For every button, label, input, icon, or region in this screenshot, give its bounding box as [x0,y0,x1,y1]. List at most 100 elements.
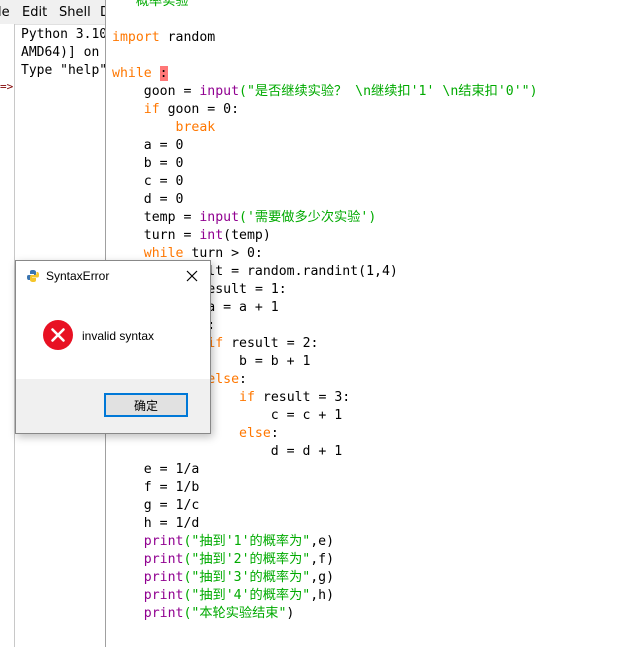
code-line: print("本轮实验结束") [112,605,538,623]
error-message: invalid syntax [82,329,155,343]
code-token: while [143,246,184,261]
code-token: : [207,318,216,333]
code-token [112,588,144,603]
code-line: break [112,119,538,137]
code-line: e = 1/a [112,461,538,479]
code-token: result = 2: [223,336,319,351]
code-line: turn = int(temp) [112,227,538,245]
code-token [112,120,176,135]
code-token: else [239,426,271,441]
code-line: a = a + 1 [112,299,538,317]
code-token: result = 1: [191,282,287,297]
code-token [112,246,144,261]
code-token: ) [286,606,295,621]
code-token: ("抽到'2'的概率为" [183,552,311,567]
code-token: a = a + 1 [207,300,279,315]
code-line [112,11,538,29]
code-token: a = 0 [112,138,184,153]
code-token: ,g) [310,570,335,585]
code-line: print("抽到'2'的概率为",f) [112,551,538,569]
code-token: print [143,534,184,549]
code-token: input [199,210,240,225]
code-token: if [143,102,160,117]
code-line: c = 0 [112,173,538,191]
code-token: g = 1/c [112,498,200,513]
code-line: goon = input("是否继续实验？ \n继续扣'1' \n结束扣'0'"… [112,83,538,101]
code-line: if result = 2: [112,335,538,353]
code-token [112,534,144,549]
code-token: ("抽到'1'的概率为" [183,534,311,549]
code-token [112,606,144,621]
menu-shell[interactable]: Shell [59,5,91,20]
syntax-error-dialog: SyntaxError invalid syntax 确定 [15,260,211,434]
code-token: ,f) [310,552,335,567]
code-token: temp = [112,210,200,225]
shell-prompt-marker: => [0,80,14,93]
code-token: else [207,372,240,387]
code-token: h = 1/d [112,516,200,531]
code-token: break [175,120,216,135]
dialog-footer: 确定 [16,379,210,433]
code-token: print [143,552,184,567]
code-token: e = 1/a [112,462,200,477]
error-icon [43,320,73,350]
code-token: : [270,426,279,441]
code-text-area[interactable]: '''概率实验''' import random while : goon = in… [112,0,538,623]
code-line [112,47,538,65]
shell-output-line: AMD64)] on [21,45,100,60]
dialog-titlebar[interactable]: SyntaxError [16,261,210,291]
code-token [112,102,144,117]
code-line: c = c + 1 [112,407,538,425]
menu-debug[interactable]: D [100,5,106,20]
code-token [112,570,144,585]
dialog-title: SyntaxError [46,269,110,283]
code-line: d = 0 [112,191,538,209]
code-line: print("抽到'1'的概率为",e) [112,533,538,551]
code-line: while : [112,65,538,83]
code-token: d = d + 1 [112,444,343,459]
syntax-error-highlight: : [159,66,168,81]
code-token: while [112,66,152,81]
code-token: : [239,372,247,387]
menu-file[interactable]: le [0,5,10,20]
shell-output-line: Python 3.10 [21,27,106,42]
code-token [152,66,160,81]
code-token: random [159,30,216,45]
ok-button[interactable]: 确定 [104,393,188,417]
code-line: if goon = 0: [112,101,538,119]
code-token: ("是否继续实验？ \n继续扣'1' \n结束扣'0'") [239,84,538,99]
code-line: import random [112,29,538,47]
code-token: goon = [112,84,200,99]
code-token: ,h) [310,588,335,603]
code-token: d = 0 [112,192,184,207]
code-line: print("抽到'3'的概率为",g) [112,569,538,587]
code-token: ("本轮实验结束" [183,606,287,621]
code-token: print [143,606,184,621]
close-icon [186,270,198,282]
code-token: if [207,336,224,351]
code-line: a = 0 [112,137,538,155]
code-line: temp = input('需要做多少次实验') [112,209,538,227]
code-line: if result = 3: [112,389,538,407]
code-token: c = 0 [112,174,184,189]
code-token: goon = 0: [159,102,240,117]
code-line: h = 1/d [112,515,538,533]
code-line: print("抽到'4'的概率为",h) [112,587,538,605]
code-token: turn = [112,228,200,243]
menu-edit[interactable]: Edit [22,5,48,20]
code-line: else: [112,425,538,443]
code-line: b = 0 [112,155,538,173]
python-icon [27,270,39,282]
code-token: import [112,30,160,45]
code-token: ('需要做多少次实验') [239,210,377,225]
code-token: result = 3: [254,390,351,405]
code-token: '''概率实验''' [112,0,213,9]
code-token: print [143,570,184,585]
code-token: if [239,390,255,405]
code-token: input [199,84,240,99]
code-line: d = d + 1 [112,443,538,461]
close-button[interactable] [178,264,206,288]
code-token: ("抽到'4'的概率为" [183,588,311,603]
code-line: else: [112,371,538,389]
code-line: '''概率实验''' [112,0,538,11]
